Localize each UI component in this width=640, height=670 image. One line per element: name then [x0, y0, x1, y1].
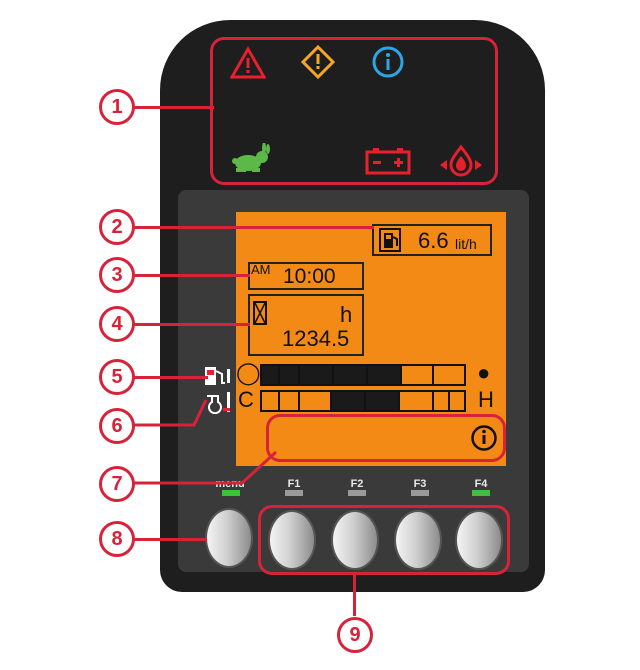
callout-line-7 [132, 450, 278, 485]
fuel-gauge-segment [332, 364, 368, 386]
fuel-gauge-segment [298, 364, 334, 386]
f2-button[interactable] [331, 510, 379, 570]
callout-marker-6: 6 [99, 408, 135, 444]
coolant-temperature-icon [207, 392, 230, 414]
temp-gauge-segment [398, 390, 434, 412]
info-circle-icon [471, 425, 497, 451]
callout-marker-5: 5 [99, 359, 135, 395]
clock-ampm: AM [251, 262, 271, 277]
temp-gauge-segment [448, 390, 466, 412]
fuel-rate-unit: lit/h [455, 236, 477, 252]
callout-line-5 [134, 376, 208, 379]
red-triangle-warning-icon [230, 46, 266, 79]
callout-line-6 [132, 399, 208, 427]
callout-line-1 [134, 106, 214, 109]
callout-line-8 [134, 538, 206, 541]
f4-led [472, 490, 490, 496]
clock-time: 10:00 [283, 265, 336, 288]
fuel-gauge-segment [260, 364, 280, 386]
f3-key-label: F3 [413, 478, 427, 490]
menu-button[interactable] [205, 508, 253, 568]
f4-button[interactable] [455, 510, 503, 570]
callout-line-3 [134, 274, 250, 277]
temp-gauge-segment [330, 390, 366, 412]
menu-led [222, 490, 240, 496]
callout-line-9 [353, 574, 356, 616]
callout-marker-8: 8 [99, 521, 135, 557]
fuel-pump-icon [379, 228, 401, 252]
fuel-gauge-segment [432, 364, 466, 386]
blue-info-icon [372, 46, 404, 78]
fuel-gauge-segment [366, 364, 402, 386]
fuel-rate-value: 6.6 [418, 228, 449, 253]
f4-key-label: F4 [474, 478, 488, 490]
message-area-callout [266, 414, 506, 462]
fuel-gauge-bar [260, 364, 476, 386]
temp-gauge-bar [260, 390, 476, 412]
warning-lamps-callout [210, 37, 498, 185]
function-keys-callout [258, 505, 510, 575]
callout-line-4 [134, 323, 250, 326]
battery-icon [365, 148, 411, 175]
rabbit-speed-icon [232, 143, 270, 172]
callout-marker-1: 1 [99, 89, 135, 125]
temp-cold-label: C [238, 387, 254, 412]
fuel-gauge-segment [278, 364, 300, 386]
callout-marker-9: 9 [337, 617, 373, 653]
f1-led [285, 490, 303, 496]
callout-marker-4: 4 [99, 306, 135, 342]
f2-key-label: F2 [350, 478, 364, 490]
hours-unit: h [340, 302, 353, 327]
hours-value: 1234.5 [282, 326, 350, 351]
oil-pressure-icon [440, 144, 482, 177]
temp-hot-label: H [478, 387, 494, 412]
temp-gauge-segment [260, 390, 280, 412]
f1-button[interactable] [268, 510, 316, 570]
hourglass-icon [253, 301, 267, 325]
f1-key-label: F1 [287, 478, 301, 490]
temp-gauge-segment [298, 390, 332, 412]
callout-line-2 [134, 226, 374, 229]
f3-led [411, 490, 429, 496]
fuel-empty-symbol: ◯ [236, 360, 261, 385]
callout-marker-3: 3 [99, 257, 135, 293]
fuel-full-symbol: ● [477, 360, 491, 385]
f3-button[interactable] [394, 510, 442, 570]
temp-gauge-segment [278, 390, 300, 412]
f2-led [348, 490, 366, 496]
amber-diamond-warning-icon [301, 45, 335, 79]
fuel-level-icon [205, 367, 230, 385]
temp-gauge-segment [364, 390, 400, 412]
callout-marker-7: 7 [99, 466, 135, 502]
fuel-rate-box [372, 224, 492, 256]
callout-marker-2: 2 [99, 209, 135, 245]
fuel-gauge-segment [400, 364, 434, 386]
